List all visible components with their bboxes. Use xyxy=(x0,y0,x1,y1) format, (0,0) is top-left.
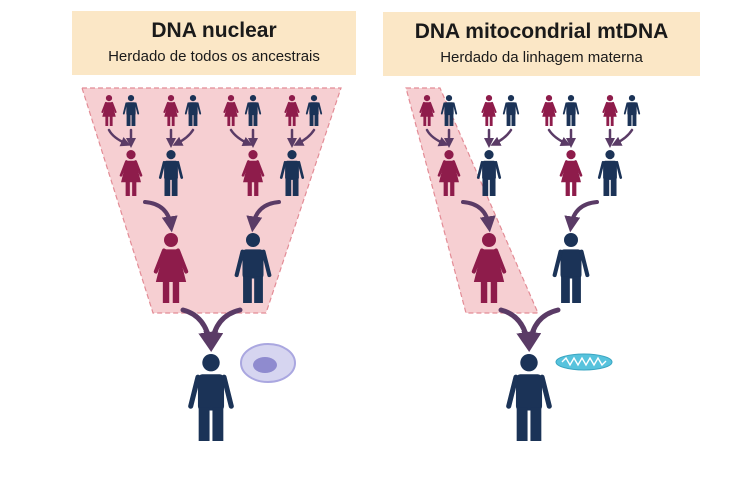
cell-nucleus-icon xyxy=(240,343,296,383)
nuclear-arrow xyxy=(172,128,195,146)
nuclear-great-grandparent-8 xyxy=(305,95,323,126)
mito-grandparent-3 xyxy=(559,150,583,196)
mtdna-header: DNA mitocondrial mtDNA Herdado da linhag… xyxy=(383,12,700,76)
nuclear-arrow xyxy=(229,128,253,147)
nuclear-arrow xyxy=(293,128,316,146)
mito-arrow xyxy=(564,200,599,233)
mitochondrion-icon xyxy=(555,353,613,371)
nuclear-great-grandparent-1 xyxy=(101,95,117,126)
nuclear-arrow xyxy=(143,200,178,233)
nuclear-great-grandparent-3 xyxy=(163,95,179,126)
nuclear-arrow xyxy=(246,200,281,233)
mito-great-grandparent-1 xyxy=(419,95,435,126)
mito-great-grandparent-5 xyxy=(541,95,557,126)
mtdna-title: DNA mitocondrial mtDNA xyxy=(414,20,669,43)
mito-individual xyxy=(506,354,552,441)
nuclear-individual xyxy=(188,354,234,441)
nuclear-father xyxy=(234,233,272,303)
mito-great-grandparent-3 xyxy=(481,95,497,126)
mito-mother xyxy=(471,233,507,303)
mito-great-grandparent-2 xyxy=(440,95,458,126)
nuclear-mother xyxy=(153,233,189,303)
mito-grandparent-2 xyxy=(476,150,502,196)
mito-great-grandparent-4 xyxy=(502,95,520,126)
mito-arrow xyxy=(461,200,496,233)
nuclear-great-grandparent-4 xyxy=(184,95,202,126)
nuclear-great-grandparent-6 xyxy=(244,95,262,126)
nuclear-inheritance-highlight xyxy=(81,87,342,314)
nuclear-great-grandparent-5 xyxy=(223,95,239,126)
nuclear-great-grandparent-2 xyxy=(122,95,140,126)
nuclear-arrow xyxy=(203,307,243,352)
family-figures xyxy=(101,95,641,441)
inheritance-arrows xyxy=(107,128,634,352)
nuclear-dna-subtitle: Herdado de todos os ancestrais xyxy=(108,48,320,65)
mito-father xyxy=(552,233,590,303)
nuclear-grandparent-2 xyxy=(158,150,184,196)
mito-great-grandparent-7 xyxy=(602,95,618,126)
mito-arrow xyxy=(490,128,513,146)
mito-arrow xyxy=(521,307,561,352)
nuclear-grandparent-4 xyxy=(279,150,305,196)
mito-grandparent-4 xyxy=(597,150,623,196)
nuclear-dna-header: DNA nuclear Herdado de todos os ancestra… xyxy=(72,11,356,75)
nuclear-arrow xyxy=(107,128,131,147)
nuclear-grandparent-1 xyxy=(119,150,143,196)
nuclear-dna-title: DNA nuclear xyxy=(151,19,277,42)
mito-arrow xyxy=(611,128,634,146)
mito-arrow xyxy=(498,307,537,352)
nuclear-arrow xyxy=(180,307,219,352)
nuclear-grandparent-3 xyxy=(241,150,265,196)
mito-grandparent-1 xyxy=(437,150,461,196)
mito-great-grandparent-8 xyxy=(623,95,641,126)
mito-arrow xyxy=(547,128,571,147)
mtdna-subtitle: Herdado da linhagem materna xyxy=(440,49,643,66)
nuclear-great-grandparent-7 xyxy=(284,95,300,126)
mito-great-grandparent-6 xyxy=(562,95,580,126)
mito-arrow xyxy=(425,128,449,147)
